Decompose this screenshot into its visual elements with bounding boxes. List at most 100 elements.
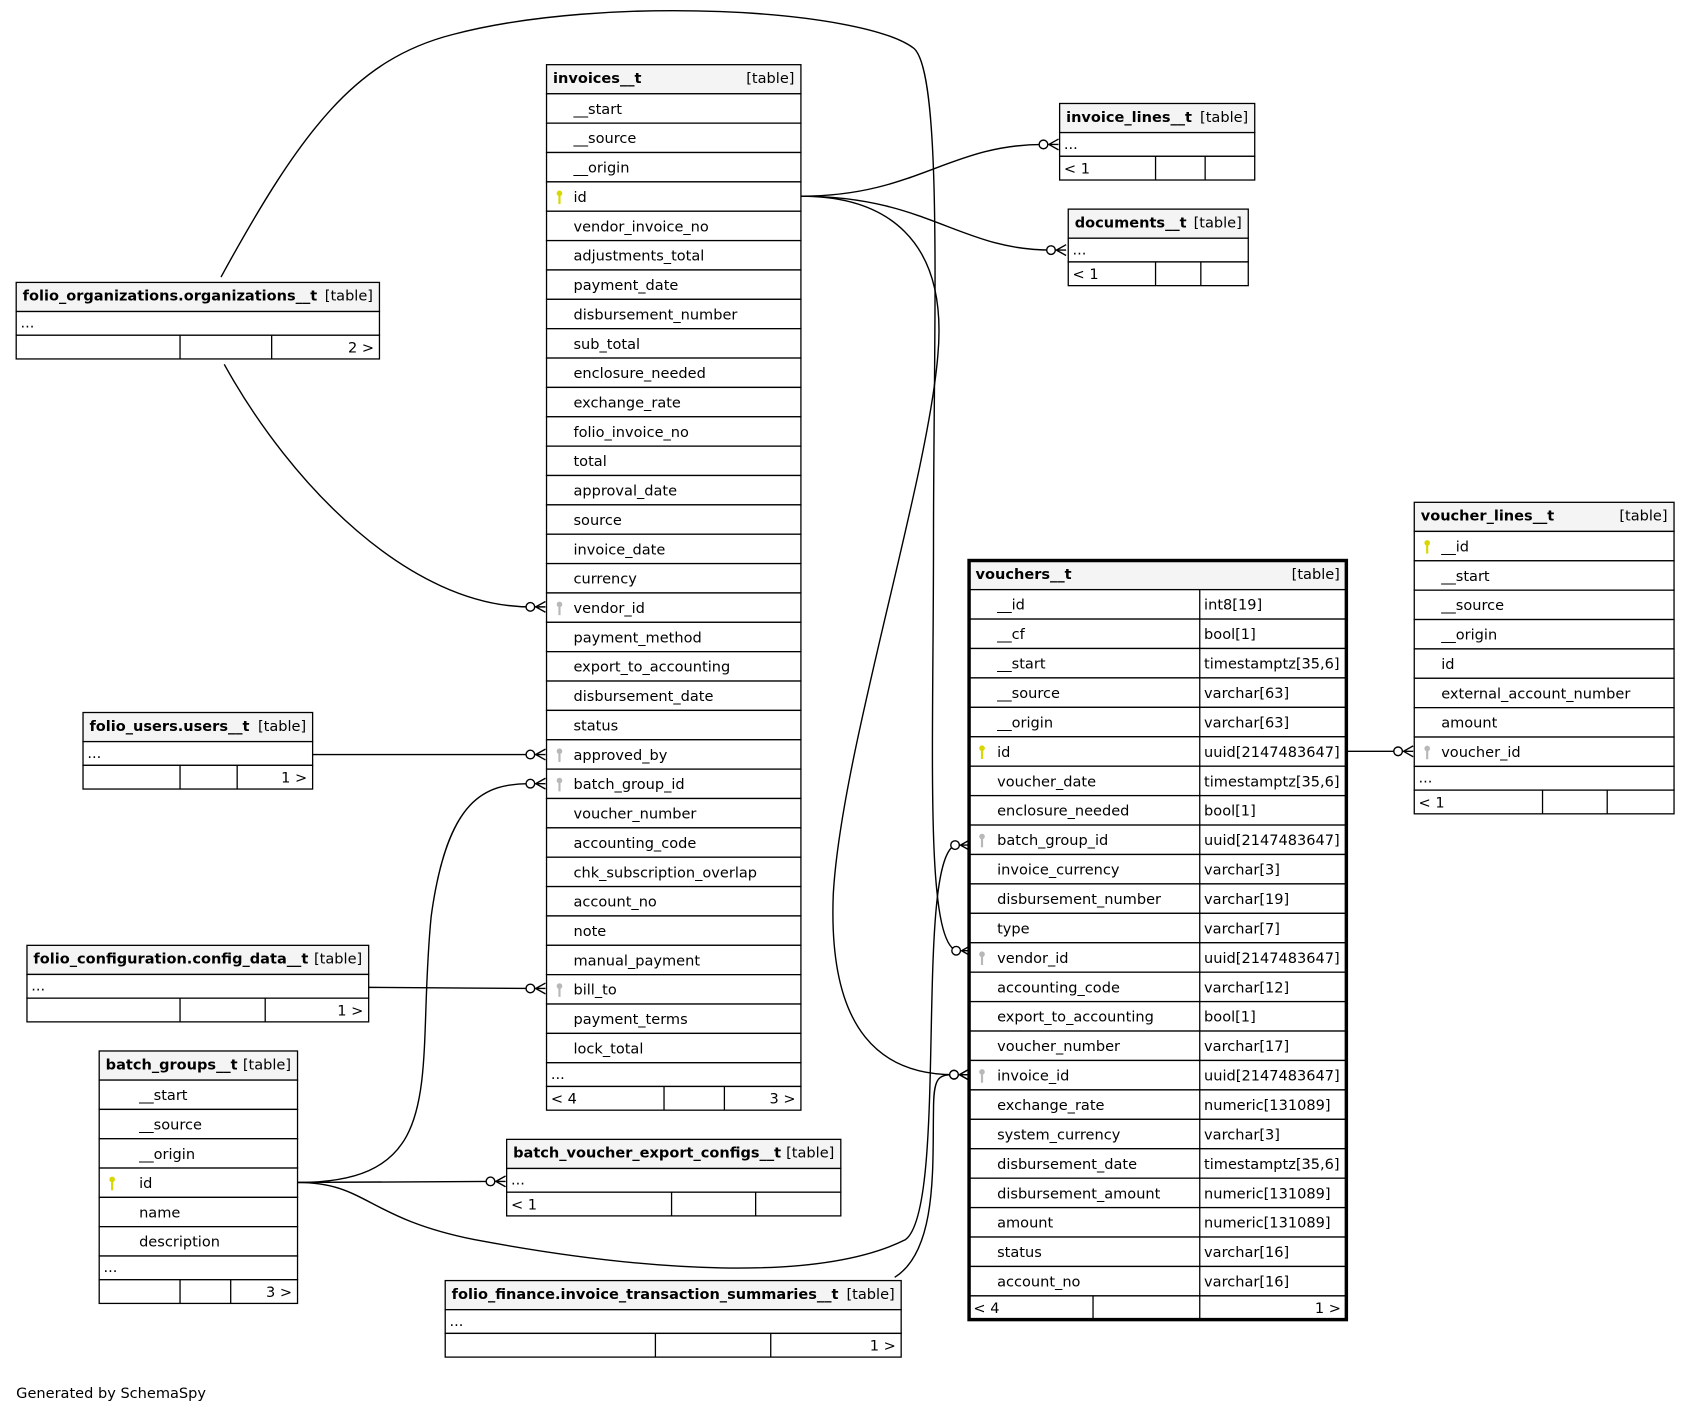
ellipsis-row[interactable] — [15, 310, 381, 336]
column-row[interactable]: sub_total — [545, 328, 802, 359]
column-row[interactable]: accounting_code — [545, 827, 802, 858]
column-row[interactable]: id — [545, 181, 802, 212]
table-invoice-transaction-summaries[interactable]: folio_finance.invoice_transaction_summar… — [444, 1279, 902, 1358]
column-row[interactable]: lock_total — [545, 1032, 802, 1064]
column-cell — [545, 739, 802, 770]
column-row[interactable]: __start — [1413, 560, 1675, 591]
table-invoices[interactable]: invoices__t[table]__start__source__origi… — [545, 64, 802, 1111]
ellipsis-row[interactable] — [444, 1309, 902, 1335]
table-invoice-lines[interactable]: invoice_lines__t[table]...< 1 — [1058, 102, 1256, 181]
column-type: varchar[16] — [1204, 1244, 1289, 1261]
crows-foot-many-icon — [534, 600, 546, 613]
ellipsis-row[interactable] — [1067, 237, 1249, 263]
column-row[interactable]: voucher_id — [1413, 736, 1675, 768]
column-row[interactable]: payment_date — [545, 269, 802, 300]
column-row[interactable]: bill_to — [545, 974, 802, 1005]
column-row[interactable]: description — [98, 1226, 299, 1257]
column-row[interactable]: payment_terms — [545, 1003, 802, 1035]
table-batch-voucher-export-configs[interactable]: batch_voucher_export_configs__t[table]..… — [506, 1138, 842, 1217]
column-row[interactable]: export_to_accounting — [545, 651, 802, 682]
ellipsis-row[interactable] — [26, 973, 370, 999]
column-row[interactable]: disbursement_number — [545, 298, 802, 330]
column-row[interactable]: __origin — [545, 151, 802, 183]
column-row[interactable]: vendor_invoice_no — [545, 210, 802, 242]
table-organizations[interactable]: folio_organizations.organizations__t[tab… — [15, 281, 381, 360]
column-row[interactable]: external_account_number — [1413, 677, 1675, 709]
column-row[interactable]: total — [545, 445, 802, 477]
column-row[interactable]: name — [98, 1196, 299, 1228]
ellipsis-row[interactable] — [98, 1255, 299, 1281]
column-row[interactable]: account_no — [545, 885, 802, 917]
column-row[interactable]: __origin — [98, 1138, 299, 1169]
column-row[interactable]: status — [545, 709, 802, 741]
ellipsis-row[interactable] — [1413, 765, 1675, 791]
column-row[interactable]: enclosure_needed — [545, 357, 802, 389]
ellipsis-row[interactable] — [545, 1062, 802, 1088]
column-row[interactable]: __source — [1413, 589, 1675, 621]
column-row[interactable]: batch_group_id — [545, 768, 802, 800]
table-users[interactable]: folio_users.users__t[table]...1 > — [82, 711, 314, 790]
column-row[interactable]: vendor_id — [545, 592, 802, 623]
zero-optional-icon — [525, 778, 536, 789]
column-row[interactable]: note — [545, 915, 802, 946]
column-name: name — [139, 1204, 180, 1221]
column-row[interactable]: adjustments_total — [545, 239, 802, 271]
column-row[interactable]: manual_payment — [545, 944, 802, 976]
table-voucher-lines[interactable]: voucher_lines__t[table]__id__start__sour… — [1413, 501, 1675, 815]
column-row[interactable]: __id — [1413, 530, 1675, 562]
relationship-edge — [297, 839, 971, 1269]
column-row[interactable]: voucher_number — [545, 797, 802, 829]
column-cell — [968, 1206, 1347, 1238]
column-row[interactable]: exchange_rate — [545, 386, 802, 418]
column-row[interactable]: __start — [98, 1079, 299, 1111]
column-row[interactable]: id — [98, 1167, 299, 1199]
ellipsis-row[interactable] — [1058, 131, 1256, 157]
column-row[interactable]: __source — [545, 122, 802, 154]
column-row[interactable]: payment_method — [545, 621, 802, 653]
column-row[interactable]: source — [545, 504, 802, 535]
column-row[interactable]: currency — [545, 562, 802, 594]
column-row[interactable]: approved_by — [545, 739, 802, 770]
column-row[interactable]: __start — [545, 93, 802, 124]
column-row[interactable]: invoice_date — [545, 533, 802, 565]
column-row[interactable]: chk_subscription_overlap — [545, 856, 802, 888]
column-cell — [968, 971, 1347, 1003]
ellipsis-row[interactable] — [506, 1167, 842, 1193]
column-row[interactable]: __origin — [1413, 618, 1675, 650]
table-batch-groups[interactable]: batch_groups__t[table]__start__source__o… — [98, 1050, 299, 1305]
table-config[interactable]: folio_configuration.config_data__t[table… — [26, 944, 370, 1023]
column-row[interactable]: amount — [1413, 707, 1675, 738]
column-row[interactable]: disbursement_date — [545, 680, 802, 712]
column-row[interactable]: id — [1413, 648, 1675, 679]
ellipsis-row[interactable] — [82, 740, 314, 766]
column-row[interactable]: __source — [98, 1108, 299, 1140]
table-documents[interactable]: documents__t[table]...< 1 — [1067, 208, 1249, 287]
column-row[interactable]: folio_invoice_no — [545, 416, 802, 447]
column-row[interactable]: approval_date — [545, 474, 802, 506]
